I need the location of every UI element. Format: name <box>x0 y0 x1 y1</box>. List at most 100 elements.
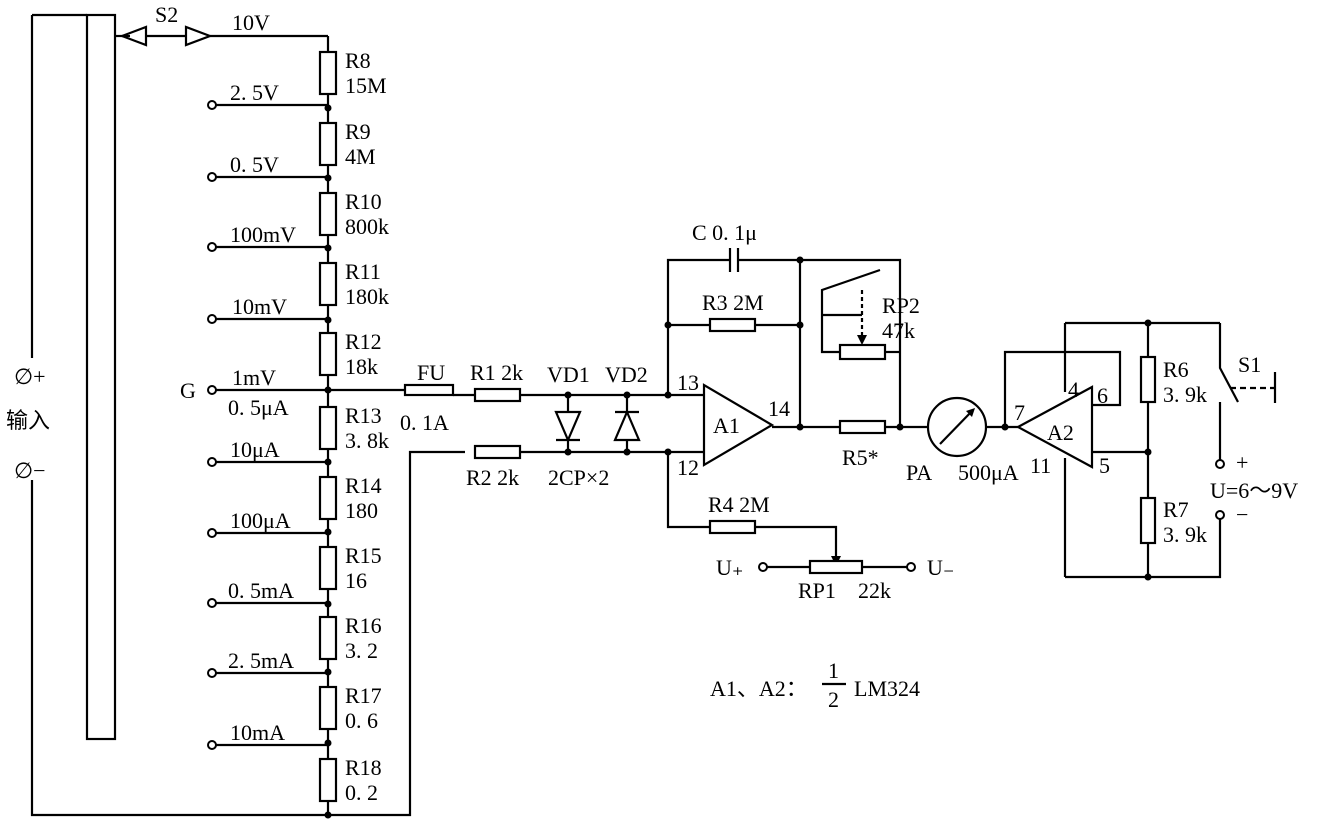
range-1mv[interactable]: 1mV <box>232 365 276 390</box>
divider-labels: R8 15M R9 4M R10 800k R11 180k R12 18k R… <box>345 48 389 805</box>
resistor-r10 <box>318 191 338 237</box>
supply-plus-label: + <box>1236 450 1248 475</box>
range-100ua[interactable]: 100μA <box>230 508 291 533</box>
r6-name: R6 <box>1163 357 1189 382</box>
r14-value: 180 <box>345 498 378 523</box>
note-part: LM324 <box>854 676 920 701</box>
a2-pin5: 5 <box>1099 453 1110 478</box>
input-minus-terminal[interactable]: ∅− <box>14 458 46 483</box>
switch-s2-label: S2 <box>155 2 178 27</box>
r16-value: 3. 2 <box>345 638 378 663</box>
op-amp-a1: A1 13 12 14 <box>668 370 790 480</box>
supply-network: R6 3. 9k R7 3. 9k S1 + − U=6～9V <box>1065 319 1298 581</box>
range-10mv[interactable]: 10mV <box>232 294 287 319</box>
a2-pin4: 4 <box>1068 377 1079 402</box>
capacitor-c-label: C 0. 1μ <box>692 220 757 245</box>
range-0-5ua[interactable]: 0. 5μA <box>228 395 289 420</box>
a1-name: A1 <box>713 413 740 438</box>
a2-pin11: 11 <box>1030 453 1051 478</box>
resistor-r15 <box>318 545 338 591</box>
diode-vd2: VD2 <box>605 362 648 456</box>
supply-plus-terminal[interactable] <box>1215 459 1225 469</box>
resistor-r3 <box>708 317 757 333</box>
resistor-r7 <box>1139 496 1157 545</box>
switch-s2[interactable]: S2 <box>118 2 328 47</box>
ground-label: G <box>180 378 196 403</box>
resistor-r14 <box>318 475 338 521</box>
resistor-r9 <box>318 121 338 167</box>
meter-pa: PA 500μA <box>906 396 1019 485</box>
a2-name: A2 <box>1047 420 1074 445</box>
r10-name: R10 <box>345 189 382 214</box>
a1-pin14: 14 <box>768 396 790 421</box>
input-plus-terminal[interactable]: ∅+ <box>14 364 46 389</box>
r18-value: 0. 2 <box>345 780 378 805</box>
vd1-label: VD1 <box>547 362 590 387</box>
r2-label: R2 2k <box>466 465 519 490</box>
a2-pin7: 7 <box>1014 400 1025 425</box>
rp2-name: RP2 <box>882 293 920 318</box>
r18-name: R18 <box>345 755 382 780</box>
meter-name: PA <box>906 460 932 485</box>
potentiometer-rp1[interactable] <box>808 559 864 575</box>
r1-label: R1 2k <box>470 360 523 385</box>
diode-type-note: 2CP×2 <box>548 465 609 490</box>
supply-minus-label: − <box>1236 502 1248 527</box>
supply-minus-terminal[interactable] <box>1215 510 1225 520</box>
range-0-5ma[interactable]: 0. 5mA <box>228 578 294 603</box>
range-2-5v[interactable]: 2. 5V <box>230 80 279 105</box>
resistor-r6 <box>1139 355 1157 404</box>
r11-value: 180k <box>345 284 389 309</box>
a1-pin13: 13 <box>677 370 699 395</box>
resistor-r17 <box>318 685 338 731</box>
note-denominator: 2 <box>828 687 839 712</box>
r13-name: R13 <box>345 403 382 428</box>
r12-name: R12 <box>345 329 382 354</box>
r6-value: 3. 9k <box>1163 382 1207 407</box>
input-bus <box>30 13 465 817</box>
r8-name: R8 <box>345 48 371 73</box>
r12-value: 18k <box>345 354 378 379</box>
input-label: 输入 <box>6 408 50 433</box>
rp1-value: 22k <box>858 578 891 603</box>
resistor-r16 <box>318 615 338 661</box>
fuse-name: FU <box>417 360 445 385</box>
r11-name: R11 <box>345 259 381 284</box>
range-taps: 10V 2. 5V 0. 5V 100mV 10mV G 1mV 0. 5μA … <box>180 10 405 750</box>
note-numerator: 1 <box>828 658 839 683</box>
range-10v[interactable]: 10V <box>232 10 270 35</box>
range-100mv[interactable]: 100mV <box>230 222 296 247</box>
r4-label: R4 2M <box>708 492 770 517</box>
range-10ma[interactable]: 10mA <box>230 720 285 745</box>
r9-name: R9 <box>345 119 371 144</box>
resistor-r11 <box>318 261 338 307</box>
r7-value: 3. 9k <box>1163 522 1207 547</box>
a1-pin12: 12 <box>677 455 699 480</box>
fuse-value: 0. 1A <box>400 410 449 435</box>
rp2-value: 47k <box>882 318 915 343</box>
r7-name: R7 <box>1163 497 1189 522</box>
resistor-r18 <box>318 757 338 803</box>
trimmer-rp2[interactable]: RP2 47k <box>800 258 920 427</box>
resistor-r2 <box>473 444 522 460</box>
supply-voltage-label: U=6～9V <box>1210 478 1298 503</box>
r13-value: 3. 8k <box>345 428 389 453</box>
note-prefix: A1、A2： <box>710 676 808 701</box>
resistor-r4 <box>708 519 757 535</box>
offset-network: R4 2M U₊ U₋ RP1 22k <box>664 448 955 603</box>
a2-pin6: 6 <box>1097 383 1108 408</box>
rp1-name: RP1 <box>798 578 836 603</box>
resistor-r13 <box>318 405 338 451</box>
resistor-r5 <box>838 419 887 435</box>
u-minus-label: U₋ <box>927 555 955 580</box>
meter-value: 500μA <box>958 460 1019 485</box>
fuse-fu: FU 0. 1A <box>400 360 455 435</box>
r5-label: R5* <box>842 445 879 470</box>
range-10ua[interactable]: 10μA <box>230 437 280 462</box>
r14-name: R14 <box>345 473 382 498</box>
r10-value: 800k <box>345 214 389 239</box>
switch-s1-label: S1 <box>1238 352 1261 377</box>
range-2-5ma[interactable]: 2. 5mA <box>228 648 294 673</box>
range-0-5v[interactable]: 0. 5V <box>230 152 279 177</box>
